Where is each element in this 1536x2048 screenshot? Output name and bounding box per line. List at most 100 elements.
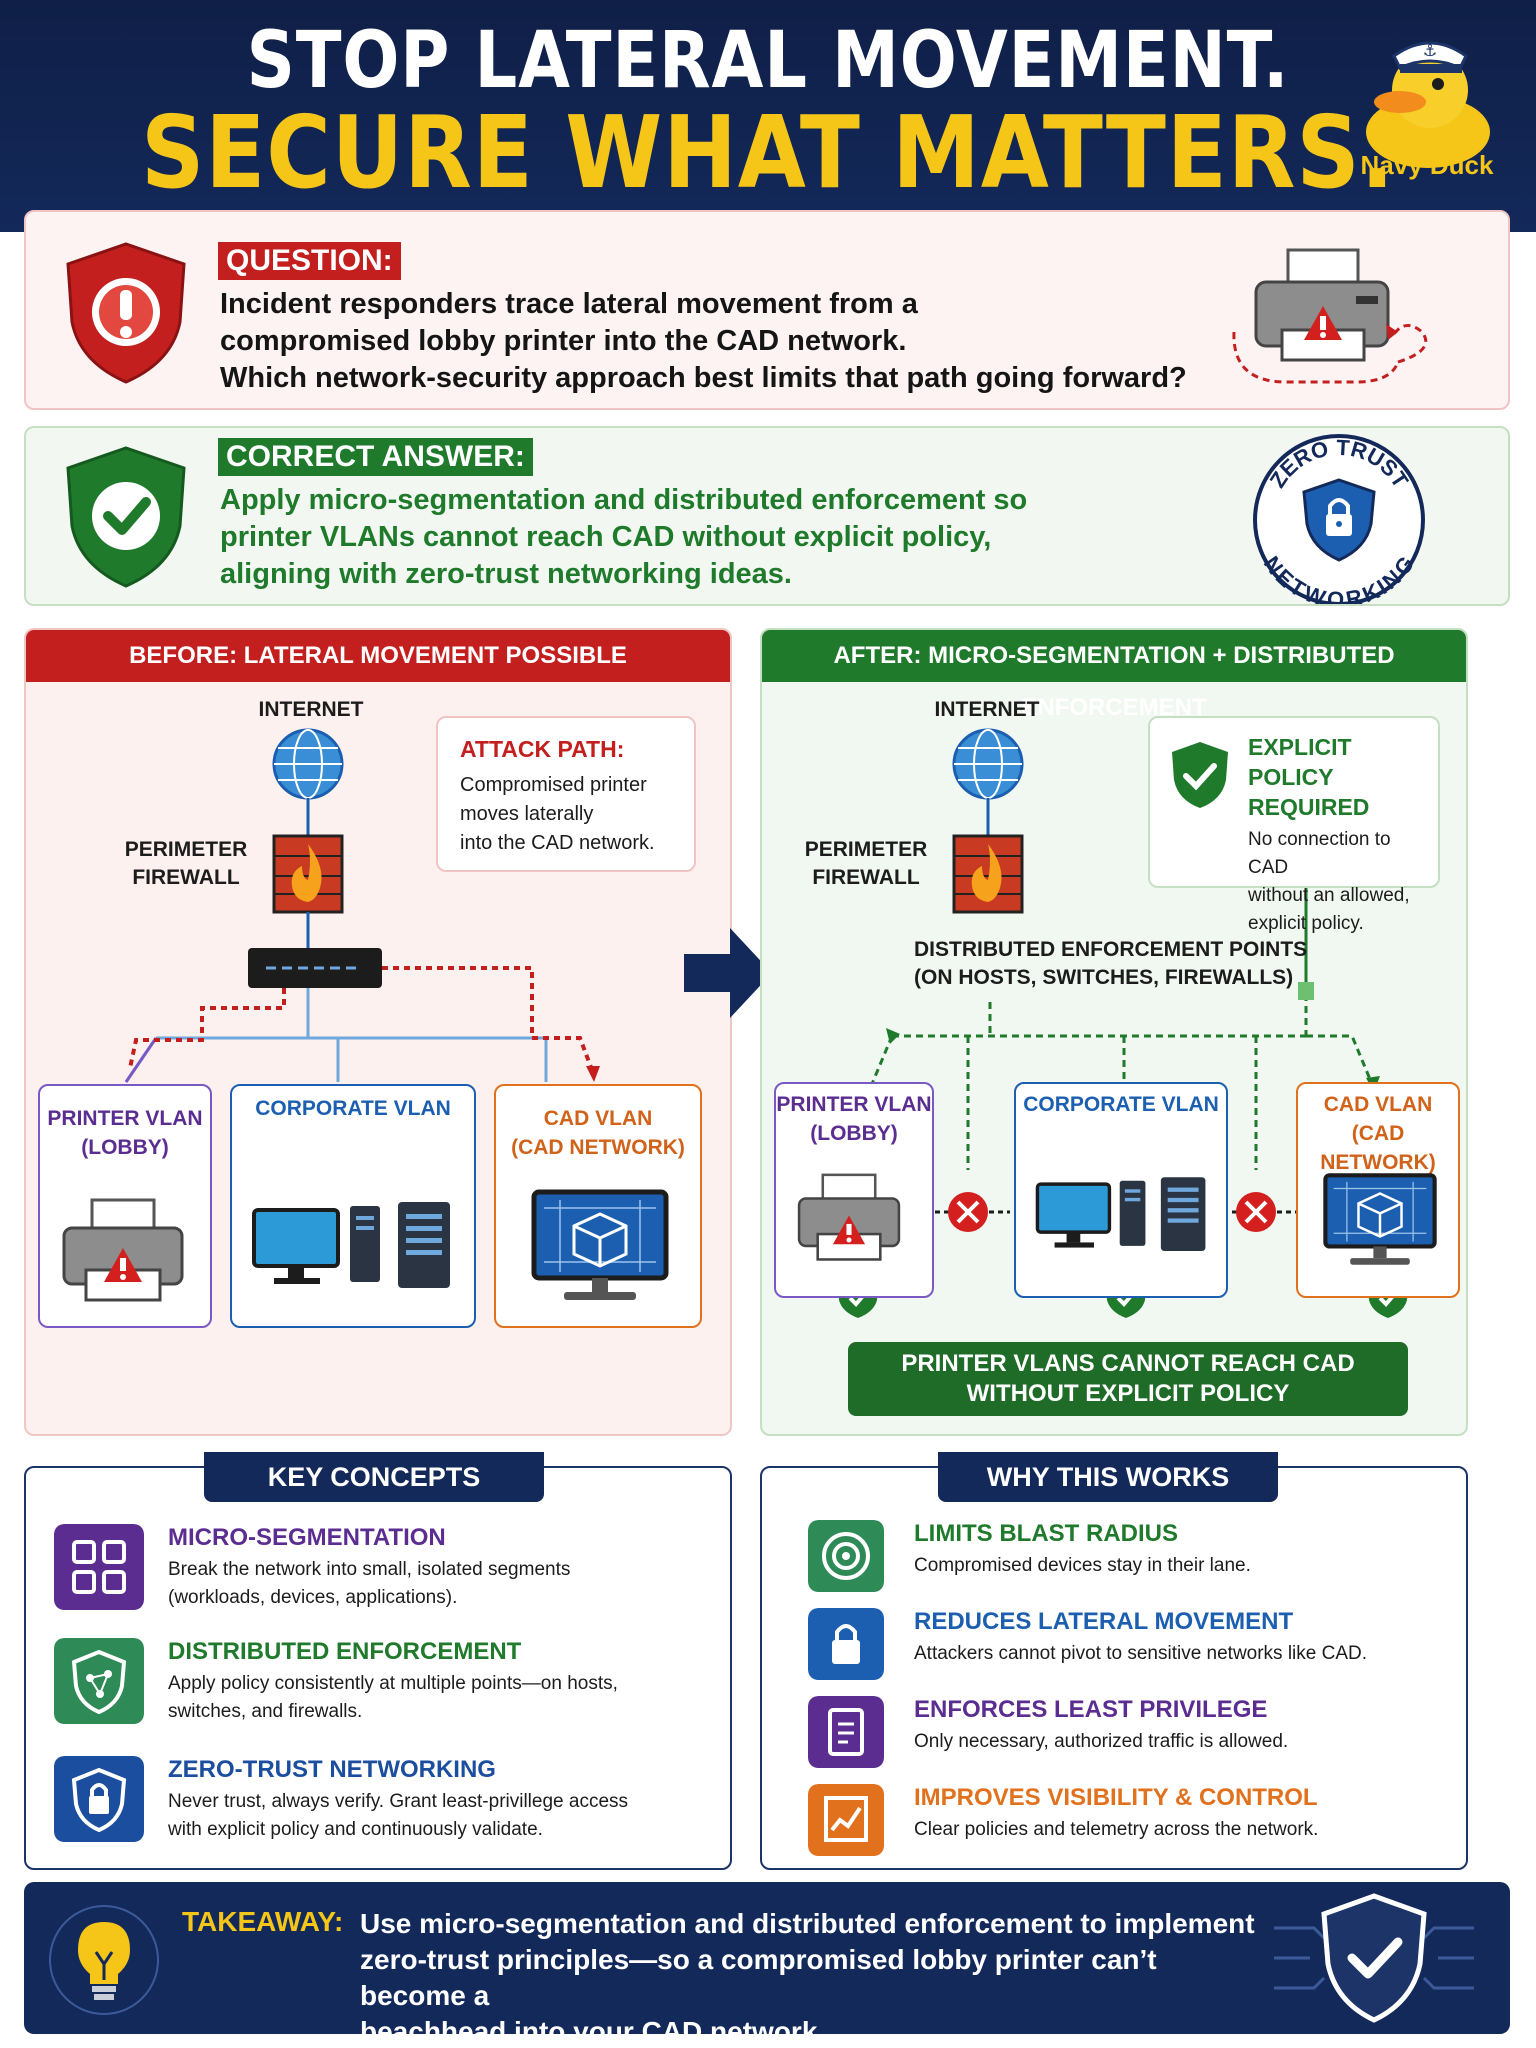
internet-globe-icon <box>952 728 1024 800</box>
enforcement-line: DISTRIBUTED ENFORCEMENT POINTS <box>914 938 1308 961</box>
banner-line: WITHOUT EXPLICIT POLICY <box>966 1380 1290 1407</box>
answer-card: CORRECT ANSWER: Apply micro-segmentation… <box>24 426 1510 606</box>
reason-body: Clear policies and telemetry across the … <box>914 1819 1319 1840</box>
policy-line: explicit policy. <box>1248 913 1364 934</box>
concept-body: Break the network into small, isolated s… <box>168 1556 708 1612</box>
concept-line: switches, and firewalls. <box>168 1701 363 1722</box>
corporate-vlan-box: CORPORATE VLAN <box>230 1084 476 1328</box>
firewall-label-line: PERIMETER <box>804 838 928 861</box>
check-shield-icon <box>66 446 186 588</box>
after-title: AFTER: MICRO-SEGMENTATION + DISTRIBUTED … <box>762 630 1466 721</box>
reason-title: IMPROVES VISIBILITY & CONTROL <box>914 1784 1318 1811</box>
printer-vlan-line: PRINTER VLAN <box>776 1093 932 1116</box>
printer-icon <box>62 1198 184 1302</box>
check-shield-icon <box>1172 742 1228 808</box>
firewall-label-line: FIREWALL <box>132 866 240 889</box>
banner-line: PRINTER VLANS CANNOT REACH CAD <box>901 1350 1355 1377</box>
printer-vlan-line: (LOBBY) <box>81 1136 169 1159</box>
question-tag: QUESTION: <box>218 242 401 280</box>
attack-path-line: moves laterally <box>460 803 594 825</box>
network-switch-icon <box>248 948 382 988</box>
cad-vlan-box: CAD VLAN (CAD NETWORK) <box>1296 1082 1460 1298</box>
lightbulb-icon <box>49 1905 159 2015</box>
takeaway-line: Use micro-segmentation and distributed e… <box>360 1908 1255 1939</box>
concept-title: ZERO-TRUST NETWORKING <box>168 1756 496 1783</box>
printer-vlan-title: PRINTER VLAN (LOBBY) <box>40 1104 210 1162</box>
printer-vlan-line: (LOBBY) <box>810 1122 898 1145</box>
question-line: Which network-security approach best lim… <box>220 362 1187 394</box>
printer-vlan-line: PRINTER VLAN <box>47 1107 203 1130</box>
answer-line: Apply micro-segmentation and distributed… <box>220 484 1028 516</box>
workstation-server-icon <box>1035 1177 1206 1251</box>
reason-body: Attackers cannot pivot to sensitive netw… <box>914 1643 1368 1664</box>
svg-text:⚓: ⚓ <box>1423 41 1437 60</box>
after-panel: AFTER: MICRO-SEGMENTATION + DISTRIBUTED … <box>760 628 1468 1436</box>
reason-body: Only necessary, authorized traffic is al… <box>914 1731 1289 1752</box>
attack-path-title: ATTACK PATH: <box>460 736 625 762</box>
warning-shield-icon <box>66 242 186 384</box>
answer-tag: CORRECT ANSWER: <box>218 438 533 476</box>
firewall-label-line: FIREWALL <box>812 866 920 889</box>
concept-body: Never trust, always verify. Grant least-… <box>168 1788 708 1844</box>
why-this-works-box: WHY THIS WORKS LIMITS BLAST RADIUS Compr… <box>760 1452 1468 1870</box>
concept-line: Never trust, always verify. Grant least-… <box>168 1791 629 1812</box>
shield-network-icon <box>54 1638 144 1724</box>
answer-text: Apply micro-segmentation and distributed… <box>220 482 1220 593</box>
headline-line2: SECURE WHAT MATTERS. <box>141 94 1395 211</box>
internet-globe-icon <box>272 728 344 800</box>
grid-icon <box>54 1524 144 1610</box>
blocked-link-icon <box>1214 1192 1298 1232</box>
question-line: compromised lobby printer into the CAD n… <box>220 325 907 357</box>
enforcement-label: DISTRIBUTED ENFORCEMENT POINTS (ON HOSTS… <box>914 936 1334 992</box>
policy-title: EXPLICIT POLICY REQUIRED <box>1248 732 1422 822</box>
duck-mascot-icon: ⚓ <box>1366 41 1490 168</box>
target-icon <box>808 1520 884 1592</box>
header: STOP LATERAL MOVEMENT. SECURE WHAT MATTE… <box>0 0 1536 232</box>
question-text: Incident responders trace lateral moveme… <box>220 286 1220 397</box>
answer-line: aligning with zero-trust networking idea… <box>220 558 792 590</box>
policy-title-line: REQUIRED <box>1248 794 1370 820</box>
concept-line: (workloads, devices, applications). <box>168 1587 458 1608</box>
corporate-vlan-title: CORPORATE VLAN <box>255 1097 451 1120</box>
lock-icon <box>808 1608 884 1680</box>
takeaway-line: beachhead into your CAD network. <box>360 2016 826 2047</box>
cad-vlan-line: CAD VLAN <box>543 1107 653 1130</box>
explicit-policy-callout: EXPLICIT POLICY REQUIRED No connection t… <box>1148 716 1440 934</box>
before-title: BEFORE: LATERAL MOVEMENT POSSIBLE <box>26 630 730 682</box>
concept-body: Apply policy consistently at multiple po… <box>168 1670 708 1726</box>
cad-vlan-line: (CAD NETWORK) <box>511 1136 685 1159</box>
security-shield-icon <box>1274 1893 1474 2023</box>
reason-title: LIMITS BLAST RADIUS <box>914 1520 1178 1547</box>
question-card: QUESTION: Incident responders trace late… <box>24 210 1510 410</box>
firewall-icon <box>272 834 344 914</box>
before-after-arrow-icon <box>684 928 772 1018</box>
concept-line: Apply policy consistently at multiple po… <box>168 1673 618 1694</box>
printer-icon <box>797 1173 901 1261</box>
takeaway-line: zero-trust principles—so a compromised l… <box>360 1944 1157 2011</box>
cad-vlan-title: CAD VLAN (CAD NETWORK) <box>1298 1090 1458 1177</box>
takeaway-banner: TAKEAWAY: Use micro-segmentation and dis… <box>24 1882 1510 2047</box>
cad-monitor-icon <box>531 1189 669 1300</box>
attack-path-callout: ATTACK PATH: Compromised printer moves l… <box>436 716 696 872</box>
policy-line: No connection to CAD <box>1248 829 1391 878</box>
printer-vlan-box: PRINTER VLAN (LOBBY) <box>38 1084 212 1328</box>
printer-vlan-box: PRINTER VLAN (LOBBY) <box>774 1082 934 1298</box>
firewall-label: PERIMETER FIREWALL <box>106 836 266 892</box>
reason-title: REDUCES LATERAL MOVEMENT <box>914 1608 1294 1635</box>
why-title: WHY THIS WORKS <box>938 1452 1278 1502</box>
attack-path-line: Compromised printer <box>460 774 647 796</box>
policy-title-line: EXPLICIT POLICY <box>1248 734 1352 790</box>
corporate-vlan-box: CORPORATE VLAN <box>1014 1082 1228 1298</box>
takeaway-label: TAKEAWAY: <box>182 1906 344 1937</box>
concept-title: DISTRIBUTED ENFORCEMENT <box>168 1638 522 1665</box>
checklist-icon <box>808 1696 884 1768</box>
cad-monitor-icon <box>1323 1173 1437 1265</box>
attack-path-line: into the CAD network. <box>460 832 655 854</box>
firewall-label: PERIMETER FIREWALL <box>786 836 946 892</box>
answer-line: printer VLANs cannot reach CAD without e… <box>220 521 992 553</box>
cad-vlan-line: CAD VLAN <box>1323 1093 1433 1116</box>
reason-title: ENFORCES LEAST PRIVILEGE <box>914 1696 1268 1723</box>
concept-title: MICRO-SEGMENTATION <box>168 1524 446 1551</box>
policy-line: without an allowed, <box>1248 885 1410 906</box>
brand-label: Navy Duck <box>1360 150 1494 180</box>
